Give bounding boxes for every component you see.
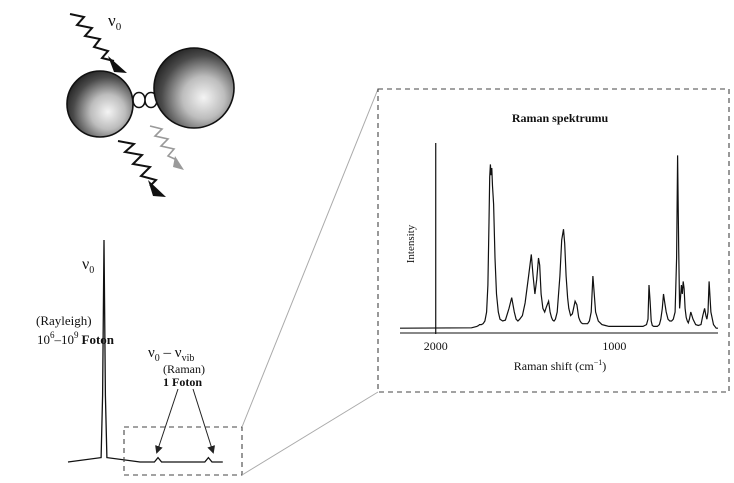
pointer-arrow-left bbox=[155, 388, 179, 454]
raman-name: (Raman) bbox=[163, 362, 205, 376]
inset-tick-1000: 1000 bbox=[602, 339, 626, 353]
incident-nu-label: ν0 bbox=[108, 11, 122, 33]
left-atom-sphere bbox=[66, 70, 134, 138]
scattered-photon-wave bbox=[117, 140, 166, 197]
rayleigh-nu-label: ν0 bbox=[82, 256, 94, 276]
arrow-head-icon bbox=[173, 156, 184, 170]
zoom-connector-top bbox=[241, 88, 379, 428]
inset-title: Raman spektrumu bbox=[512, 111, 609, 125]
pointer-arrow-right bbox=[192, 388, 215, 454]
raman-inset: Raman spektrumu Intensity 2000 1000 Rama… bbox=[377, 88, 730, 393]
raman-photon-wave bbox=[149, 125, 184, 170]
inset-tick-2000: 2000 bbox=[424, 339, 448, 353]
rayleigh-name: (Rayleigh) bbox=[36, 313, 92, 328]
raman-shift-label: ν0 – νvib bbox=[148, 345, 194, 364]
arrow-head-icon bbox=[148, 180, 166, 197]
zoom-connector-bottom bbox=[241, 391, 379, 476]
raman-spectrum-line bbox=[399, 155, 718, 329]
arrow-head-icon bbox=[108, 56, 127, 73]
incident-photon-wave bbox=[69, 13, 127, 73]
scattering-spectrum-line bbox=[67, 239, 223, 463]
zoom-region-box bbox=[123, 426, 243, 476]
inset-x-label: Raman shift (cm−1) bbox=[514, 358, 607, 373]
right-atom-sphere bbox=[153, 47, 235, 129]
inset-y-label: Intensity bbox=[405, 224, 417, 263]
raman-photon-count: 1 Foton bbox=[163, 375, 202, 389]
molecule: ν0 bbox=[66, 11, 235, 197]
inset-frame bbox=[377, 88, 730, 393]
